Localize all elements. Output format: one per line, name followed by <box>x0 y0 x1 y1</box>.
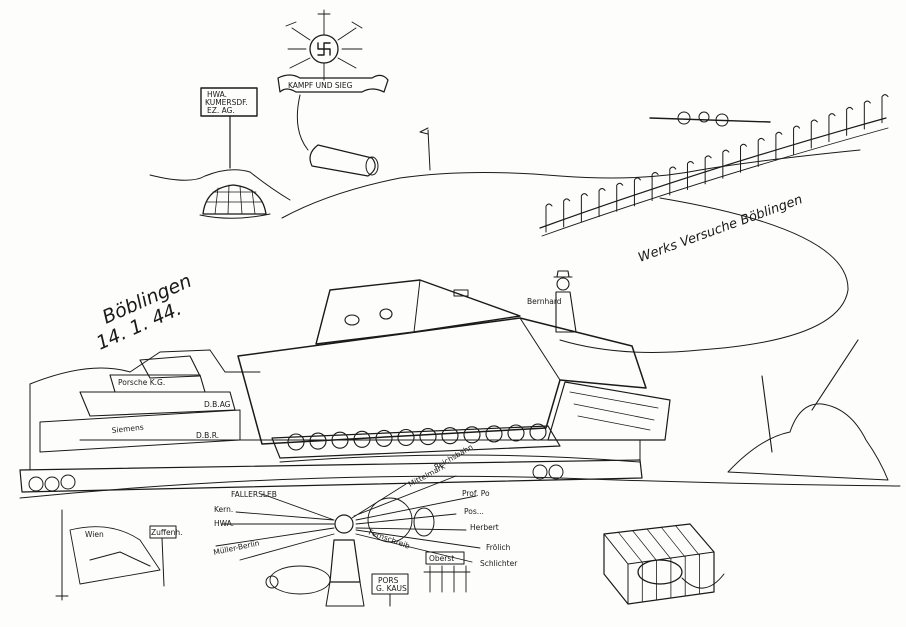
test-track-fence <box>539 94 889 237</box>
parachute-dome <box>199 184 271 219</box>
fence-post <box>722 149 730 179</box>
arrows-group <box>215 475 481 595</box>
fence-post <box>757 137 765 167</box>
fence-post <box>633 177 641 207</box>
hwa-sign-line-1: HWA. <box>207 90 227 99</box>
fence-post <box>651 172 659 202</box>
cage-bar <box>632 530 657 561</box>
plane-icons <box>649 111 771 127</box>
label-kern: Kern. <box>214 505 233 514</box>
porsche-sign: PORS G. KAUS <box>371 573 409 607</box>
hwa-sign-line-2: KUMERSDF. <box>205 98 248 107</box>
tube-tunnel <box>309 144 379 177</box>
fence-post <box>828 113 836 143</box>
central-figure <box>325 514 365 607</box>
fence-post <box>545 203 553 233</box>
rock-heap <box>727 339 889 481</box>
cage-bar <box>646 528 672 560</box>
hill-line-top <box>281 149 861 219</box>
road-wheel <box>397 428 415 447</box>
platform-wheel <box>44 476 60 492</box>
fence-post <box>616 182 624 212</box>
fence-post <box>810 119 818 149</box>
fence-post <box>846 106 854 136</box>
fence-post <box>704 155 712 185</box>
road-wheel <box>529 423 547 441</box>
cage-bar <box>675 525 700 556</box>
platform-wheel <box>28 476 44 492</box>
fence-post <box>740 143 748 173</box>
label-schlichter: Schlichter <box>480 559 518 568</box>
test-bench-left: Porsche K.G. Siemens D.B.AG D.B.R. <box>29 349 261 471</box>
porsche-sign-line-2: G. KAUS <box>376 584 407 593</box>
cage-bar <box>660 526 686 558</box>
label-small-sign: Zuffenh. <box>151 528 183 537</box>
track-loop <box>559 197 849 353</box>
label-board: Oberst <box>429 554 454 563</box>
road-wheel <box>287 433 305 451</box>
road-wheel <box>331 431 349 449</box>
label-fallersleben: FALLERSLEB <box>231 490 277 499</box>
fence-post <box>775 131 783 161</box>
platform-wheel <box>60 474 76 490</box>
fence-post <box>563 198 571 228</box>
small-flag <box>419 127 431 171</box>
banner-text: KAMPF UND SIEG <box>288 81 353 90</box>
fence-post <box>669 166 677 196</box>
hwa-sign-line-3: EZ. AG. <box>207 106 235 115</box>
label-posselt: Pos... <box>464 507 484 516</box>
cage <box>603 523 725 605</box>
hill-line-left <box>149 169 291 201</box>
label-fernschreib: Fernschreib <box>367 527 411 550</box>
label-dbag: D.B.AG <box>204 400 231 409</box>
fence-post <box>793 125 801 155</box>
road-wheel <box>419 428 437 446</box>
platform-wheel <box>532 464 548 480</box>
wien-vignette: Wien Zuffenh. <box>55 509 183 601</box>
label-wien: Wien <box>85 530 104 539</box>
label-herbert: Herbert <box>470 523 499 532</box>
fence-post <box>580 193 588 223</box>
label-hwa: HWA. <box>214 519 234 528</box>
kampf-und-sieg-banner: KAMPF UND SIEG <box>277 74 389 151</box>
label-siemens: Siemens <box>111 423 144 435</box>
maus-tank <box>237 279 671 459</box>
label-reichsbahn: Reichsbahn <box>433 442 475 472</box>
label-dbr: D.B.R. <box>196 431 219 440</box>
road-wheel <box>353 430 371 448</box>
road-wheel <box>485 425 503 443</box>
label-porsche-kg: Porsche K.G. <box>118 378 165 387</box>
porsche-sign-line-1: PORS <box>378 576 399 585</box>
instrument-board: Oberst <box>423 551 471 593</box>
label-froehlich: Frölich <box>486 543 511 552</box>
werks-versuche-text: Werks Versuche Böblingen <box>636 192 804 266</box>
swastika-emblem <box>285 9 363 81</box>
standing-man: Bernhard <box>527 270 577 333</box>
road-wheel <box>441 427 459 445</box>
road-wheel <box>375 429 393 447</box>
road-wheel <box>463 426 481 444</box>
label-person: Bernhard <box>527 297 562 306</box>
cage-bar <box>617 531 643 563</box>
fence-post <box>863 100 871 130</box>
road-wheel <box>507 424 525 442</box>
fence-post <box>598 187 606 217</box>
hwa-sign: HWA. KUMERSDF. EZ. AG. <box>200 87 258 169</box>
road-wheel <box>309 432 327 450</box>
fence-post <box>881 94 889 124</box>
ground-line <box>19 475 901 499</box>
label-mueller-berlin: Müller-Berlin <box>213 538 261 557</box>
platform-wheel <box>548 464 564 480</box>
label-prof-po: Prof. Po <box>462 489 490 498</box>
fence-post <box>686 161 694 190</box>
